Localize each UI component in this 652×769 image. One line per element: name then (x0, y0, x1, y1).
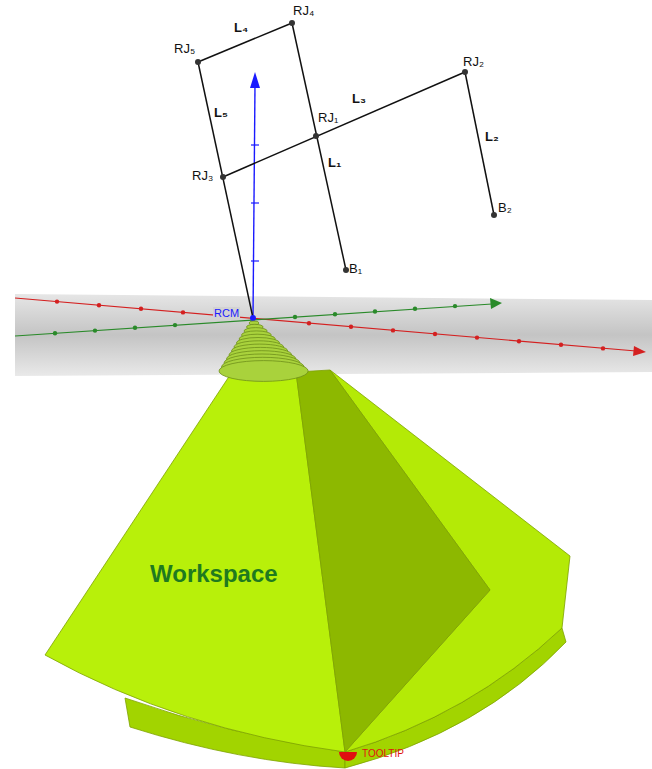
link-label: L₁ (328, 156, 341, 171)
tooltip-label: TOOLTIP (362, 748, 404, 760)
tooltip-marker (339, 752, 357, 761)
cone-apex-coil (219, 361, 308, 382)
cone-face (45, 372, 345, 752)
joint-points (195, 20, 497, 273)
rcm-label: RCM (213, 307, 240, 320)
joint-label: RJ₃ (192, 169, 213, 184)
y-axis (15, 298, 502, 336)
link-label: L₂ (485, 130, 499, 145)
base-label: B₁ (349, 262, 362, 277)
joint-label: RJ₄ (293, 4, 314, 19)
joint-label: RJ₂ (463, 55, 484, 70)
workspace-cone (40, 320, 610, 769)
cone-face (296, 370, 490, 752)
region-title: Workspace (150, 560, 278, 588)
base-label: B₂ (498, 201, 512, 216)
link-label: L₅ (214, 106, 228, 121)
link-label: L₃ (352, 92, 366, 107)
link-label: L₄ (234, 21, 248, 36)
linkage (198, 23, 494, 318)
z-axis (250, 72, 260, 318)
workspace-region: Workspace (40, 320, 610, 769)
rcm-point (250, 315, 256, 321)
joint-label: RJ₅ (174, 42, 195, 57)
joint-label: RJ₁ (318, 111, 338, 126)
x-axis (15, 298, 646, 356)
rcm-plane (15, 294, 652, 376)
